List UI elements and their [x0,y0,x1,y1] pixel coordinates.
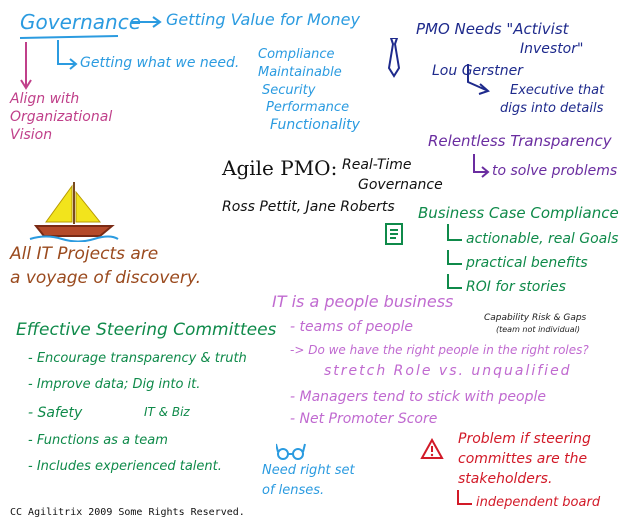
transparency-title: Relentless Transparency [428,132,612,150]
center-subtitle-line-2: Governance [358,177,443,193]
steering-item-4: - Functions as a team [28,433,168,448]
quality-security: Security [262,83,316,98]
warning-icon [420,438,444,459]
problem-line-3: stakeholders. [458,471,553,487]
quality-performance: Performance [266,100,350,115]
align-line-2: Organizational [10,109,113,125]
people-item-teams-text: teams of people [299,319,413,335]
people-item-right-people: -> Do we have the right people in the ri… [290,343,589,357]
quality-compliance: Compliance [258,47,335,62]
center-subtitle-line-1: Real-Time [342,157,412,173]
business-case-item-3: ROI for stories [466,279,566,295]
capability-line-2: (team not individual) [496,325,581,334]
business-case-title: Business Case Compliance [418,204,619,222]
steering-title: Effective Steering Committees [16,320,277,340]
problem-line-1: Problem if steering [458,431,591,447]
quality-maintainable: Maintainable [258,65,342,80]
transparency-sub: to solve problems [492,163,618,179]
business-case-item-1: actionable, real Goals [466,231,619,247]
lou-gerstner-label: Lou Gerstner [432,63,523,79]
people-item-managers-text: Managers tend to stick with people [299,389,546,405]
people-item-nps-text: Net Promoter Score [299,411,438,427]
value-for-money-label: Getting Value for Money [166,10,360,29]
steering-item-4-text: Functions as a team [36,433,168,448]
executive-line-2: digs into details [500,101,604,116]
necktie-icon [387,38,401,78]
steering-item-2: - Improve data; Dig into it. [28,377,201,392]
people-item-teams: - teams of people [290,319,413,335]
steering-item-3-text: Safety [37,405,83,421]
align-line-3: Vision [10,127,53,143]
lenses-line-2: of lenses. [262,483,325,498]
center-authors: Ross Pettit, Jane Roberts [222,199,395,215]
business-case-item-2: practical benefits [466,255,588,271]
people-item-right-people-text: Do we have the right people in the right… [308,343,589,357]
independent-board-label: independent board [476,495,601,510]
people-item-nps: - Net Promoter Score [290,411,438,427]
quality-functionality: Functionality [270,117,360,133]
steering-item-5: - Includes experienced talent. [28,459,222,474]
steering-item-1: - Encourage transparency & truth [28,351,247,366]
people-item-managers: - Managers tend to stick with people [290,389,546,405]
pmo-needs-line-1: PMO Needs "Activist [416,20,569,38]
lenses-line-1: Need right set [262,463,355,478]
align-line-1: Align with [10,91,80,107]
center-title: Agile PMO: [222,156,338,180]
governance-title: Governance [20,10,142,34]
document-icon [385,223,403,245]
problem-line-2: committes are the [458,451,588,467]
glasses-icon [276,443,306,460]
steering-item-1-text: Encourage transparency & truth [36,351,247,366]
stretch-role-label: stretch Role vs. unqualified [324,363,572,379]
voyage-line-1: All IT Projects are [10,244,159,264]
voyage-line-2: a voyage of discovery. [10,268,201,288]
getting-what-we-need-label: Getting what we need. [80,55,240,71]
people-title: IT is a people business [272,292,454,311]
steering-item-2-text: Improve data; Dig into it. [36,377,201,392]
pmo-needs-line-2: Investor" [520,41,584,57]
steering-item-3: - Safety [28,405,83,421]
capability-line-1: Capability Risk & Gaps [484,313,587,323]
steering-item-5-text: Includes experienced talent. [36,459,222,474]
it-biz-label: IT & Biz [144,405,190,419]
sailboat-icon [29,182,119,242]
executive-line-1: Executive that [510,83,605,98]
footer-credit: CC Agilitrix 2009 Some Rights Reserved. [10,507,245,518]
